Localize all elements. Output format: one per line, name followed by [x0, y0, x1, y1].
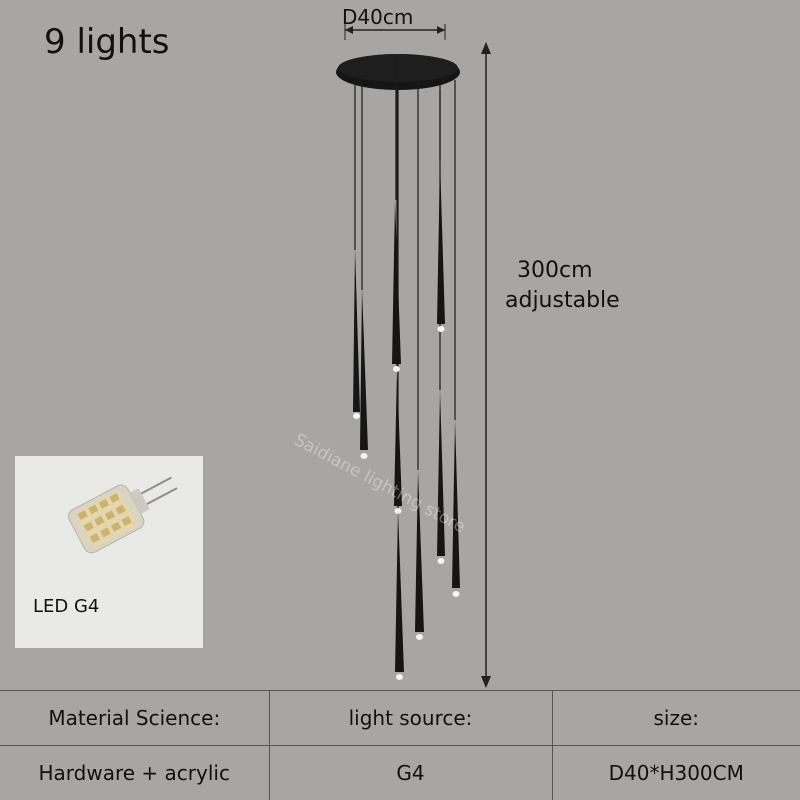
header-material: Material Science: [0, 690, 270, 746]
pendant-cone-4 [437, 160, 445, 332]
diameter-label: D40cm [342, 5, 413, 29]
header-light-source: light source: [268, 690, 553, 746]
product-image: 9 lights D40cm [15, 5, 645, 688]
led-g4-bulb-icon [68, 476, 178, 554]
pendant-cone-3 [392, 200, 401, 372]
table-row: Material Science: light source: size: [0, 690, 800, 746]
value-material: Hardware + acrylic [0, 745, 270, 800]
diameter-dimension [344, 24, 446, 40]
pendant-cone-6 [437, 390, 445, 564]
height-label: 300cm adjustable [505, 256, 645, 316]
spec-table: Material Science: light source: size: Ha… [0, 690, 800, 800]
height-dimension [481, 42, 491, 688]
header-size: size: [551, 690, 800, 746]
pendant-cone-2 [360, 288, 368, 459]
height-note: adjustable [505, 288, 620, 313]
pendant-cone-7 [452, 420, 460, 597]
product-title: 9 lights [44, 22, 170, 62]
height-value: 300cm [517, 258, 593, 283]
pendant-cone-8 [415, 470, 424, 640]
pendant-cone-9 [395, 510, 404, 680]
value-size: D40*H300CM [551, 745, 800, 800]
pendant-light-illustration: D40cm [336, 5, 491, 688]
table-row: Hardware + acrylic G4 D40*H300CM [0, 745, 800, 800]
value-light-source: G4 [268, 745, 553, 800]
bulb-inset: LED G4 [15, 456, 203, 648]
pendant-cone-1 [353, 248, 360, 419]
bulb-label: LED G4 [33, 596, 100, 617]
